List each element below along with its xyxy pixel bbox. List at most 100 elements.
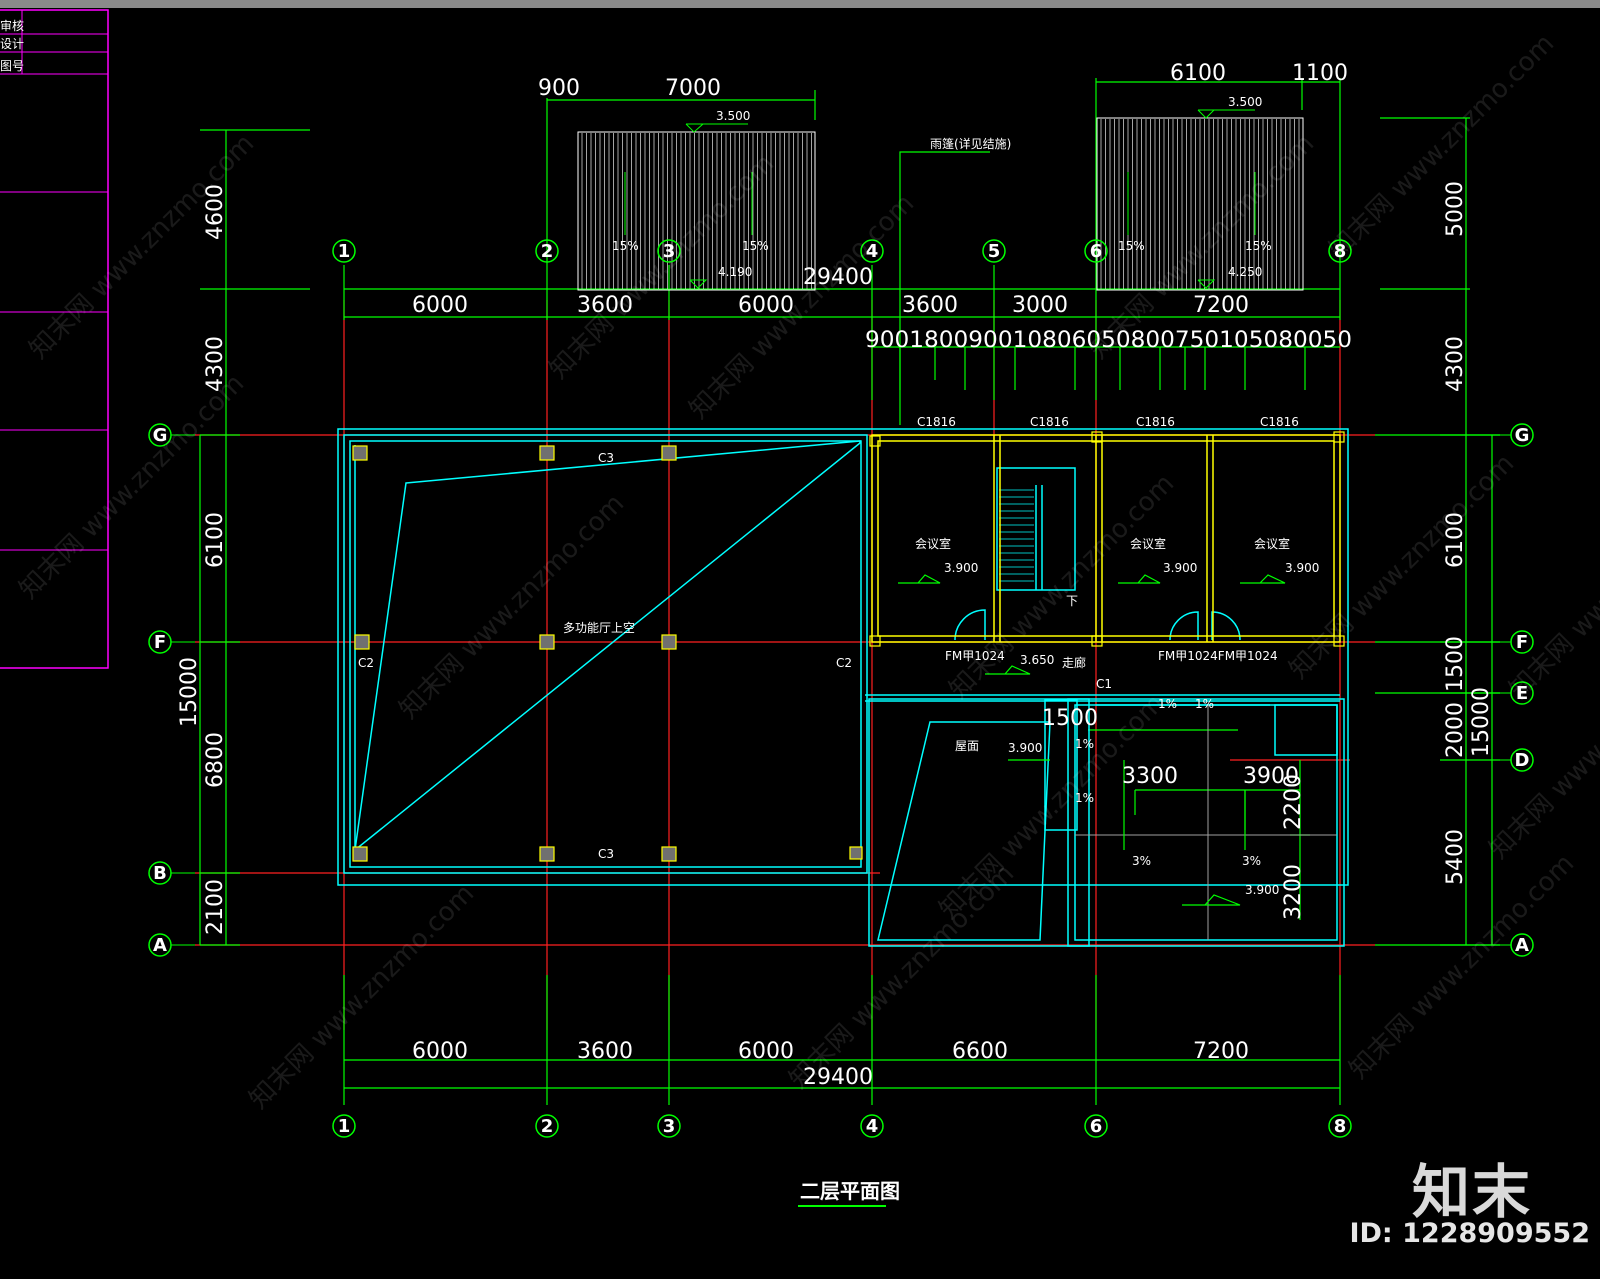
dim-left-1: 4600 xyxy=(203,184,228,240)
watermark-text: 知末网 www.znzmo.com xyxy=(394,489,630,725)
canopy-left xyxy=(577,123,816,291)
dim-canopy-7000: 7000 xyxy=(665,76,721,101)
top-toolbar-strip xyxy=(0,0,1600,8)
elev-3900-4: 3.900 xyxy=(1008,741,1042,755)
dim-left-4: 6800 xyxy=(203,732,228,788)
axis-col-top-5-label: 5 xyxy=(988,241,1001,262)
dim-canopy-900: 900 xyxy=(538,76,580,101)
axis-row-left-B-label: B xyxy=(153,863,167,884)
slope-3-b: 3% xyxy=(1242,854,1261,868)
dim-total-top: 29400 xyxy=(803,265,873,290)
dim-top-4: 3600 xyxy=(902,293,958,318)
dim-canopy-1100: 1100 xyxy=(1292,61,1348,86)
axis-col-bottom-8-label: 8 xyxy=(1334,1116,1347,1137)
axis-col-top-2-label: 2 xyxy=(541,241,554,262)
label-office-3: 会议室 xyxy=(1254,536,1290,551)
slope-15-2: 15% xyxy=(742,239,769,253)
elev-3500-right: 3.500 xyxy=(1228,95,1262,109)
axis-col-top-3: 3 xyxy=(657,239,681,263)
dim-inner-1500: 1500 xyxy=(1042,706,1098,731)
dim-right-1: 5000 xyxy=(1443,181,1468,237)
axis-row-left-A: A xyxy=(148,933,172,957)
axis-col-top-8: 8 xyxy=(1328,239,1352,263)
axis-col-top-8-label: 8 xyxy=(1334,241,1347,262)
label-office-1: 会议室 xyxy=(915,536,951,551)
watermark-text: 知末网 www.znzmo.com xyxy=(244,879,480,1115)
dim-right-total: 15000 xyxy=(1469,687,1494,757)
slope-1-d: 1% xyxy=(1075,791,1094,805)
slope-1-c: 1% xyxy=(1075,737,1094,751)
axis-row-right-A-label: A xyxy=(1515,935,1529,956)
elev-3900-3: 3.900 xyxy=(1285,561,1319,575)
axis-col-top-4-label: 4 xyxy=(866,241,879,262)
elev-3900-1: 3.900 xyxy=(944,561,978,575)
dim-inner-3300: 3300 xyxy=(1122,764,1178,789)
drawing-title: 二层平面图 xyxy=(798,1179,900,1207)
slope-1-b: 1% xyxy=(1195,697,1214,711)
axis-row-right-F-label: F xyxy=(1516,632,1528,653)
drawing-title-text: 二层平面图 xyxy=(800,1179,900,1203)
axis-col-top-1-label: 1 xyxy=(338,241,351,262)
dim-top-2: 3600 xyxy=(577,293,633,318)
dim-right-3: 6100 xyxy=(1443,512,1468,568)
elev-3900-5: 3.900 xyxy=(1245,883,1279,897)
axis-row-left-B: B xyxy=(148,861,172,885)
label-c1816-2: C1816 xyxy=(1030,415,1069,429)
label-c1: C1 xyxy=(1096,677,1112,691)
dim-total-bottom: 29400 xyxy=(803,1065,873,1090)
axis-row-right-D-label: D xyxy=(1515,750,1530,771)
dim-bottom-4: 6600 xyxy=(952,1039,1008,1064)
dim-top-3: 6000 xyxy=(738,293,794,318)
columns xyxy=(352,431,1345,862)
image-id-label: ID: 1228909552 xyxy=(1349,1218,1590,1249)
axis-row-right-G: G xyxy=(1510,423,1534,447)
elev-4190: 4.190 xyxy=(718,265,752,279)
slope-15-1: 15% xyxy=(612,239,639,253)
axis-col-bottom-3-label: 3 xyxy=(663,1116,676,1137)
label-c2-right: C2 xyxy=(836,656,852,670)
label-c1816-1: C1816 xyxy=(917,415,956,429)
axis-col-bottom-1: 1 xyxy=(332,1114,356,1138)
axis-col-bottom-3: 3 xyxy=(657,1114,681,1138)
axis-row-right-F: F xyxy=(1510,630,1534,654)
dim-top-5: 3000 xyxy=(1012,293,1068,318)
canopy-right xyxy=(1096,109,1304,291)
axis-row-right-G-label: G xyxy=(1515,425,1530,446)
walls xyxy=(337,428,1349,947)
dimension-texts: 900 7000 6100 1100 29400 6000 3600 6000 … xyxy=(177,61,1494,1090)
dim-bottom-5: 7200 xyxy=(1193,1039,1249,1064)
axis-col-bottom-2: 2 xyxy=(535,1114,559,1138)
dim-left-2: 4300 xyxy=(203,336,228,392)
office-walls xyxy=(871,434,1341,643)
slope-1-a: 1% xyxy=(1158,697,1177,711)
axis-col-bottom-6: 6 xyxy=(1084,1114,1108,1138)
watermark-text: 知末网 www.znzmo.com xyxy=(24,129,260,365)
label-door-1: FM甲1024 xyxy=(945,649,1005,663)
elevation-markers xyxy=(898,574,1286,906)
dim-right-6: 5400 xyxy=(1443,829,1468,885)
watermark-text: 知末网 www.znzmo.com xyxy=(14,369,250,605)
dim-bottom-3: 6000 xyxy=(738,1039,794,1064)
axis-col-bottom-4: 4 xyxy=(860,1114,884,1138)
label-c3-bottom: C3 xyxy=(598,847,614,861)
axis-col-top-2: 2 xyxy=(535,239,559,263)
label-c1816-3: C1816 xyxy=(1136,415,1175,429)
title-block-text-1: 审核 xyxy=(0,18,24,33)
watermark-logo: 知末 xyxy=(1411,1158,1532,1226)
axis-col-top-1: 1 xyxy=(332,239,356,263)
elev-3500-left: 3.500 xyxy=(716,109,750,123)
watermark-text: 知末网 www.znzmo.com xyxy=(1504,469,1600,705)
dim-top-small: 900180090010806050800750105080050 xyxy=(865,328,1352,353)
slope-3-a: 3% xyxy=(1132,854,1151,868)
title-block-text-2: 设计 xyxy=(0,37,24,51)
axis-row-right-A: A xyxy=(1510,933,1534,957)
elev-3900-2: 3.900 xyxy=(1163,561,1197,575)
slope-15-4: 15% xyxy=(1245,239,1272,253)
label-corridor: 走廊 xyxy=(1062,655,1086,670)
dimension-lines xyxy=(199,78,1500,1105)
dim-inner-3900: 3900 xyxy=(1243,764,1299,789)
dim-left-3: 6100 xyxy=(203,512,228,568)
label-door-2: FM甲1024FM甲1024 xyxy=(1158,649,1278,663)
